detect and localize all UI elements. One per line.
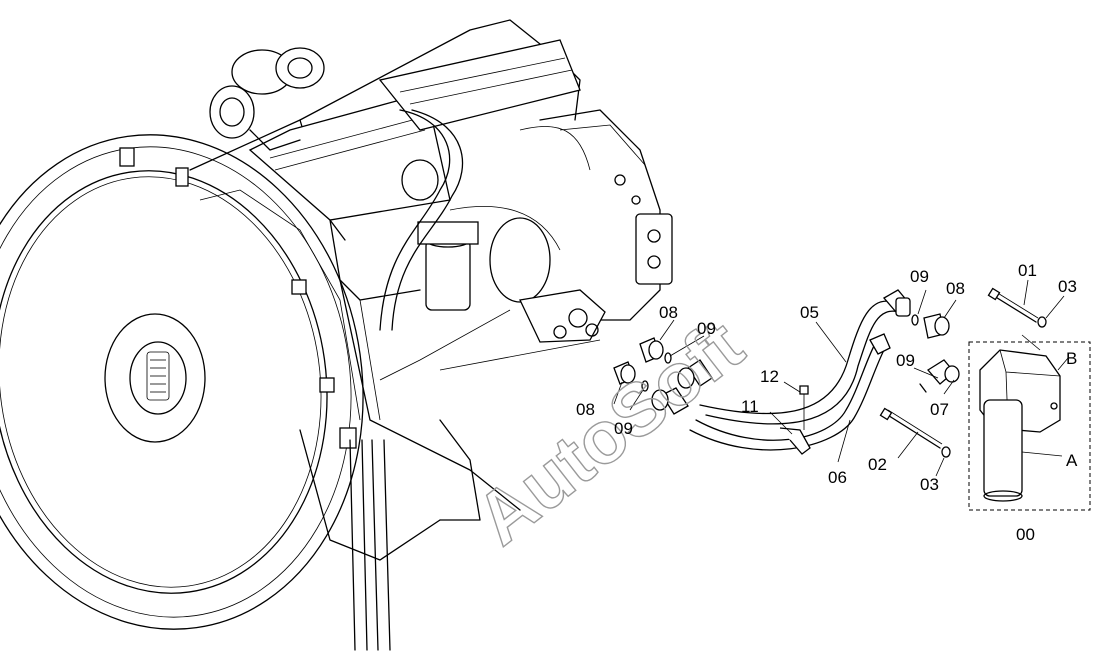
bolts-and-washers bbox=[879, 287, 1047, 458]
callout-12: 12 bbox=[760, 367, 779, 386]
callout-labels: 01 03 09 08 05 B 08 09 09 12 07 08 09 11… bbox=[576, 261, 1078, 544]
callout-03-bottom: 03 bbox=[920, 475, 939, 494]
callout-11: 11 bbox=[741, 397, 759, 416]
filter-assembly bbox=[968, 341, 1091, 511]
callout-08-right: 08 bbox=[946, 279, 965, 298]
callout-A: A bbox=[1066, 451, 1078, 470]
engine-block bbox=[189, 19, 581, 561]
transmission-housing bbox=[539, 109, 673, 321]
leader-lines bbox=[613, 279, 1069, 477]
callout-06: 06 bbox=[828, 468, 847, 487]
turbocharger bbox=[209, 47, 325, 151]
adapter-fittings bbox=[613, 313, 960, 393]
callout-09-right: 09 bbox=[896, 351, 915, 370]
watermark: AutoSoft bbox=[461, 303, 758, 561]
callout-01: 01 bbox=[1018, 261, 1037, 280]
callout-B: B bbox=[1066, 349, 1077, 368]
flywheel-housing bbox=[0, 134, 364, 630]
engine-filter bbox=[401, 159, 551, 311]
callout-08-lower: 08 bbox=[576, 400, 595, 419]
callout-05: 05 bbox=[800, 303, 819, 322]
engine-hoses bbox=[349, 109, 591, 651]
callout-09-lower: 09 bbox=[614, 419, 633, 438]
callout-09-top-right: 09 bbox=[910, 267, 929, 286]
callout-02: 02 bbox=[868, 455, 887, 474]
callout-03-top: 03 bbox=[1058, 277, 1077, 296]
callout-07: 07 bbox=[930, 400, 949, 419]
hose-assembly bbox=[651, 289, 911, 455]
callout-00: 00 bbox=[1016, 525, 1035, 544]
engine-assembly bbox=[0, 19, 673, 651]
callout-09-upper: 09 bbox=[697, 319, 716, 338]
callout-08-upper: 08 bbox=[659, 303, 678, 322]
cooler-port bbox=[379, 289, 606, 381]
